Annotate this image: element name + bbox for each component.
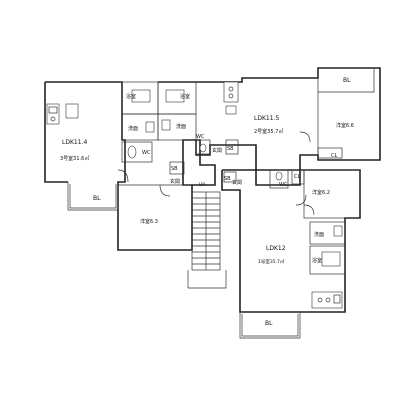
unit-c-wash-label: 洗面: [314, 231, 324, 238]
unit-b-kitchen-counter: [223, 81, 239, 103]
stairwell: UP: [187, 182, 227, 289]
unit-a-wash-label: 洗面: [128, 125, 138, 132]
unit-a-sb-label: SB: [171, 166, 178, 172]
unit-c-bedroom-label: 洋室6.2: [312, 189, 330, 196]
unit-a-fridge: [65, 103, 79, 119]
unit-c-sb-label: SB: [224, 176, 231, 182]
unit-c-entry-label: 玄関: [232, 179, 242, 186]
unit-a-shoebox: [169, 161, 185, 175]
unit-b-closet-label: CL: [331, 153, 337, 159]
unit-a-wc-label: WC: [142, 150, 151, 156]
unit-c-wash-room: [309, 221, 346, 245]
unit-c-bath-label: 浴室: [312, 257, 322, 264]
unit-a-bedroom-label: 洋室6.3: [140, 218, 158, 225]
unit-b-toilet: [199, 143, 207, 153]
unit-b-bathtub: [165, 89, 185, 103]
unit-c-toilet: [275, 171, 283, 181]
unit-c-bathtub: [321, 251, 341, 267]
unit-a-balcony-outline: [67, 182, 119, 211]
unit-c-shoebox: [223, 171, 237, 183]
unit-c-outer-wall: [221, 169, 361, 313]
unit-c-bath-room: [309, 245, 346, 275]
unit-a-area-label: 3号室31.6㎡: [60, 155, 89, 162]
unit-b-balcony-label: BL: [343, 77, 351, 84]
unit-a-wc-room: [121, 141, 153, 163]
unit-c-balcony-label: BL: [265, 320, 273, 327]
unit-a-kitchen-counter: [46, 103, 60, 125]
unit-c-closet-label: CL: [294, 174, 300, 180]
unit-b-washbasin: [161, 119, 171, 131]
unit-a: BL LDK11.4 3号室31.6㎡ 浴室 洗面 WC SB 玄関 洋室6.3: [44, 81, 216, 251]
unit-a-bathtub: [131, 89, 151, 103]
unit-c-wc-room: [269, 169, 289, 189]
stair-landing: [187, 270, 227, 289]
unit-c-washbasin: [333, 225, 343, 237]
unit-b: BL 浴室 洗面 WC 玄関 SB LDK11.5 2号室35.7㎡ 洋室6.6…: [157, 67, 381, 171]
unit-a-bath-label: 浴室: [126, 93, 136, 100]
unit-c-ldk-label: LDK12: [266, 245, 286, 252]
unit-b-area-label: 2号室35.7㎡: [254, 128, 283, 135]
unit-a-entry-label: 玄関: [170, 178, 180, 185]
unit-b-wc-room: [195, 139, 211, 155]
unit-b-sb-label: SB: [227, 146, 234, 152]
unit-b-shoebox: [225, 139, 239, 155]
unit-b-wc-label: WC: [196, 134, 205, 140]
unit-b-fridge: [225, 105, 237, 115]
unit-a-balcony-label: BL: [93, 195, 101, 202]
stair-up-label: UP: [199, 182, 205, 188]
unit-c-kitchen-counter: [311, 291, 343, 309]
unit-c: BL 玄関 SB WC CL 洋室6.2 洗面 浴室 LDK12 1号室35.7…: [221, 169, 361, 339]
unit-b-ldk-label: LDK11.5: [254, 115, 279, 122]
unit-b-wash-label: 洗面: [176, 123, 186, 130]
unit-b-bedroom-label: 洋室6.6: [336, 122, 354, 129]
unit-b-entry-label: 玄関: [212, 147, 222, 154]
unit-a-washbasin: [145, 121, 155, 133]
unit-b-bath-label: 浴室: [180, 93, 190, 100]
unit-a-ldk-label: LDK11.4: [62, 139, 87, 146]
unit-c-wc-label: WC: [279, 182, 288, 188]
unit-a-toilet: [127, 145, 137, 159]
unit-c-area-label: 1号室35.7㎡: [258, 258, 285, 265]
unit-b-closet: [317, 147, 343, 159]
